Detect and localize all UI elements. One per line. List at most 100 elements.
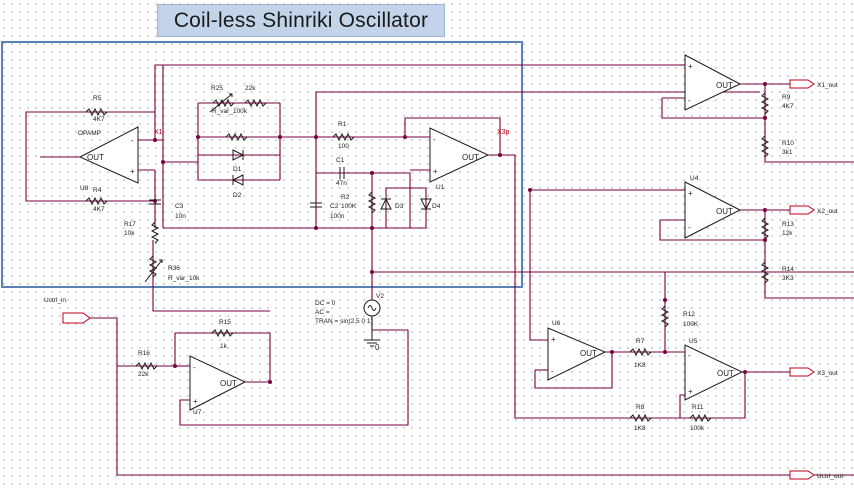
resistor-symbol	[367, 191, 377, 214]
diode-ref: D4	[432, 203, 441, 210]
port-symbol	[789, 205, 815, 215]
junction	[314, 226, 318, 230]
wire	[315, 91, 760, 137]
resistor-value: 3k1	[782, 149, 793, 156]
resistor-ref: R14	[782, 266, 794, 273]
opamp-u5: - + OUT U5	[684, 338, 744, 401]
opamp-u4: + - OUT U4	[684, 175, 742, 239]
resistor-value: 22k	[138, 371, 149, 378]
port-label: Uctrl_in	[44, 297, 66, 304]
source-tran: TRAN = sin(2.5 0 1)	[315, 318, 373, 325]
pin-plus: +	[193, 397, 198, 406]
pin-minus: -	[551, 367, 554, 376]
wire	[764, 240, 854, 299]
wire	[372, 271, 666, 300]
port-uctrl-in: Uctrl_in	[44, 297, 91, 324]
resistor-value: 1K8	[634, 362, 646, 369]
resistor-ref: R5	[93, 95, 102, 102]
resistor-r1: R1 100	[332, 121, 355, 150]
port-label: X2_out	[817, 208, 838, 215]
resistor-value: 10k	[124, 230, 135, 237]
opamp-label: OPAMP	[78, 130, 101, 137]
resistor-symbol	[689, 413, 712, 423]
wire	[117, 332, 271, 382]
pin-minus: -	[193, 363, 196, 372]
port-x3-out: X3_out	[789, 367, 838, 377]
resistor-value: 1k	[220, 343, 228, 350]
capacitor-ref: C1	[336, 157, 345, 164]
source-dc: DC = 0	[315, 300, 336, 307]
wire	[316, 172, 411, 228]
capacitor-c1: C1 47n	[336, 157, 347, 187]
resistor-series-value: 22k	[245, 85, 256, 92]
opamp-ref: U6	[552, 320, 561, 327]
resistor-symbol	[85, 107, 108, 117]
net-label-x3p: X3p	[497, 129, 510, 136]
capacitor-value: 10n	[175, 213, 186, 220]
opamp-symbol	[684, 54, 742, 111]
resistor-symbol	[760, 261, 770, 284]
junction	[161, 160, 165, 164]
diode-d2: D2	[231, 174, 244, 199]
port-label: Uctrl_out	[817, 473, 843, 480]
resistor-value: 100K	[341, 203, 357, 210]
capacitor-value: 100n	[330, 213, 345, 220]
resistor-value: 3K3	[782, 275, 794, 282]
resistor-symbol	[135, 361, 158, 371]
capacitor-symbol	[339, 167, 345, 179]
resistor-r12: R12 100K	[660, 305, 699, 328]
pin-minus: -	[433, 135, 436, 144]
resistor-symbol	[629, 347, 652, 357]
resistor-r2: R2 100K	[341, 191, 377, 214]
opamp-out-label: OUT	[580, 349, 597, 358]
resistor-ref: R1	[338, 121, 347, 128]
resistor-symbol	[148, 255, 158, 278]
resistor-ref: R7	[636, 338, 645, 345]
resistor-value: 4K7	[93, 206, 105, 213]
resistor-symbol	[332, 132, 355, 142]
wires	[25, 64, 854, 476]
resistor-r8: R8 1K8	[629, 404, 652, 432]
resistor-value: 1K8	[634, 425, 646, 432]
wire	[529, 190, 548, 341]
pin-plus: +	[130, 167, 135, 176]
wire	[179, 330, 409, 426]
opamp-out-label: OUT	[220, 379, 237, 388]
resistor-ref: R9	[782, 94, 791, 101]
junction	[743, 370, 747, 374]
resistor-r15: R15 1k	[211, 319, 234, 350]
junction	[268, 380, 272, 384]
port-x1-out: X1_out	[789, 79, 838, 89]
resistor-r14: R14 3K3	[760, 261, 794, 284]
resistor-value: 100k	[690, 425, 705, 432]
pin-minus: -	[688, 223, 691, 232]
diode-symbol	[420, 198, 432, 211]
port-uctrl-out: Uctrl_out	[789, 470, 843, 480]
capacitor-ref: C3	[175, 203, 184, 210]
resistor-value: R_var_10k	[168, 275, 200, 282]
wire	[90, 317, 854, 476]
wire	[679, 394, 685, 418]
variable-arrow	[209, 93, 233, 113]
diode-symbol	[231, 174, 244, 186]
resistor-symbol	[150, 221, 160, 244]
resistor-r4: R4 4K7	[85, 187, 108, 213]
opamp-symbol	[78, 126, 139, 184]
resistor-value: 100K	[683, 321, 699, 328]
junction	[663, 298, 667, 302]
resistor-ref: R4	[93, 187, 102, 194]
resistor-value: 4K7	[93, 116, 105, 123]
wire	[488, 154, 700, 419]
resistor-ref: R8	[636, 404, 645, 411]
resistor-ref: R11	[692, 404, 704, 411]
resistor-r7: R7 1K8	[629, 338, 652, 369]
resistor-ref: R17	[124, 221, 136, 228]
pin-plus: +	[688, 387, 693, 396]
opamp-x1-buffer: + - OUT	[684, 54, 742, 111]
pin-minus: -	[688, 351, 691, 360]
diode-d3: D3	[380, 197, 404, 210]
junction	[153, 138, 157, 142]
opamp-symbol	[684, 344, 744, 401]
capacitor-value: 47n	[336, 180, 347, 187]
junction	[370, 226, 374, 230]
